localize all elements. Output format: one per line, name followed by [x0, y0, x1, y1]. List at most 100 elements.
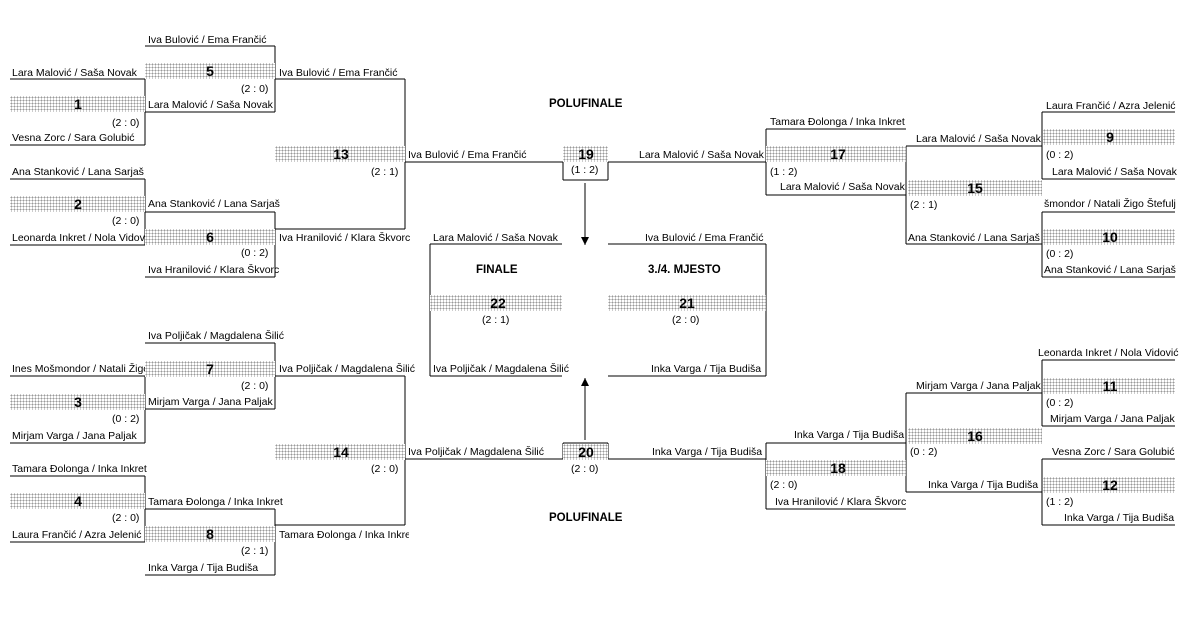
match-1-bottom-pair: Vesna Zorc / Sara Golubić	[12, 132, 135, 144]
match-8-result: (2 : 1)	[241, 545, 269, 557]
match-8-shaded-cell	[145, 526, 275, 542]
match-5-bottom-pair: Lara Malović / Saša Novak	[148, 99, 273, 111]
match-7-shaded-cell	[145, 361, 275, 377]
match-7-number: 7	[206, 361, 214, 377]
match-7-result: (2 : 0)	[241, 380, 269, 392]
match-19-shaded-cell	[563, 146, 608, 162]
semifinal-bottom-heading: POLUFINALE	[549, 512, 623, 524]
match-19-top-pair: Iva Bulović / Ema Frančić	[408, 149, 527, 161]
match-22-shaded-cell	[430, 295, 562, 311]
match-1-shaded-cell	[10, 96, 145, 112]
arrow-up-head	[581, 378, 589, 386]
match-12-top-pair: Vesna Zorc / Sara Golubić	[1052, 446, 1175, 458]
match-6-result: (0 : 2)	[241, 247, 269, 259]
match-21-result: (2 : 0)	[672, 314, 700, 326]
match-17-result: (1 : 2)	[770, 166, 798, 178]
match-2-shaded-cell	[10, 196, 145, 212]
match-4-top-pair: Tamara Đolonga / Inka Inkret	[12, 463, 147, 475]
match-2-top-pair: Ana Stanković / Lana Sarjaš	[12, 166, 144, 178]
match-9-number: 9	[1106, 129, 1114, 145]
match-17-shaded-cell	[766, 146, 906, 162]
match-20-bottom-pair: Inka Varga / Tija Budiša	[652, 446, 763, 458]
match-3-top-pair: Ines Mošmondor / Natali Žigo	[12, 363, 145, 375]
match-13-shaded-cell	[275, 146, 405, 162]
match-19-number: 19	[578, 146, 594, 162]
match-15-shaded-cell	[908, 180, 1042, 196]
match-21-shaded-cell	[608, 295, 766, 311]
match-4-bottom-pair: Laura Frančić / Azra Jelenić	[12, 529, 142, 541]
match-13-bottom-pair: Iva Hranilović / Klara Škvorc	[279, 232, 411, 244]
match-3-result: (0 : 2)	[112, 413, 140, 425]
match-15-top-pair: Lara Malović / Saša Novak	[916, 133, 1041, 145]
match-7-top-pair: Iva Poljičak / Magdalena Šilić	[148, 330, 284, 342]
match-3-bottom-pair: Mirjam Varga / Jana Paljak	[12, 430, 137, 442]
match-3-number: 3	[74, 394, 82, 410]
match-4-shaded-cell	[10, 493, 145, 509]
final-heading: FINALE	[476, 264, 518, 276]
match-8-bottom-pair: Inka Varga / Tija Budiša	[148, 562, 259, 574]
match-13-number: 13	[333, 146, 349, 162]
match-20-number: 20	[578, 444, 594, 460]
match-1-result: (2 : 0)	[112, 117, 140, 129]
match-22-number: 22	[490, 295, 506, 311]
match-5-number: 5	[206, 63, 214, 79]
match-16-number: 16	[967, 428, 983, 444]
match-10-number: 10	[1102, 229, 1118, 245]
match-1-top-pair: Lara Malović / Saša Novak	[12, 67, 137, 79]
match-13-top-pair: Iva Bulović / Ema Frančić	[279, 67, 398, 79]
match-16-bottom-pair: Inka Varga / Tija Budiša	[928, 479, 1039, 491]
match-9-bottom-pair: Lara Malović / Saša Novak	[1052, 166, 1177, 178]
match-18-result: (2 : 0)	[770, 479, 798, 491]
match-3-shaded-cell	[10, 394, 145, 410]
match-9-top-pair: Laura Frančić / Azra Jelenić	[1046, 100, 1176, 112]
match-12-result: (1 : 2)	[1046, 496, 1074, 508]
match-20-shaded-cell	[563, 444, 608, 460]
match-12-number: 12	[1102, 477, 1118, 493]
match-10-top-pair: šmondor / Natali Žigo Štefulj	[1044, 198, 1176, 210]
match-19-result: (1 : 2)	[571, 164, 599, 176]
match-10-bottom-pair: Ana Stanković / Lana Sarjaš	[1044, 264, 1176, 276]
match-11-bottom-pair: Mirjam Varga / Jana Paljak	[1050, 413, 1175, 425]
match-9-shaded-cell	[1043, 129, 1175, 145]
match-19-bottom-pair: Lara Malović / Saša Novak	[639, 149, 764, 161]
match-14-number: 14	[333, 444, 349, 460]
match-2-bottom-pair: Leonarda Inkret / Nola Vidović	[12, 232, 146, 244]
match-14-bottom-pair: Tamara Đolonga / Inka Inkret	[279, 529, 409, 541]
match-2-number: 2	[74, 196, 82, 212]
match-8-number: 8	[206, 526, 214, 542]
match-4-number: 4	[74, 493, 82, 509]
match-22-result: (2 : 1)	[482, 314, 510, 326]
match-16-result: (0 : 2)	[910, 446, 938, 458]
match-22-top-pair: Lara Malović / Saša Novak	[433, 232, 558, 244]
match-5-top-pair: Iva Bulović / Ema Frančić	[148, 34, 267, 46]
third-place-heading: 3./4. MJESTO	[648, 264, 721, 276]
match-20-top-pair: Iva Poljičak / Magdalena Šilić	[408, 446, 544, 458]
match-11-result: (0 : 2)	[1046, 397, 1074, 409]
match-15-number: 15	[967, 180, 983, 196]
match-14-top-pair: Iva Poljičak / Magdalena Šilić	[279, 363, 415, 375]
match-12-bottom-pair: Inka Varga / Tija Budiša	[1064, 512, 1175, 524]
match-18-bottom-pair: Iva Hranilović / Klara Škvorc	[775, 496, 907, 508]
match-6-number: 6	[206, 229, 214, 245]
match-7-bottom-pair: Mirjam Varga / Jana Paljak	[148, 396, 273, 408]
match-17-bottom-pair: Lara Malović / Saša Novak	[780, 181, 905, 193]
match-17-number: 17	[830, 146, 846, 162]
match-12-shaded-cell	[1043, 477, 1175, 493]
match-21-top-pair: Iva Bulović / Ema Frančić	[645, 232, 764, 244]
match-6-bottom-pair: Iva Hranilović / Klara Škvorc	[148, 264, 280, 276]
match-6-shaded-cell	[145, 229, 275, 245]
match-18-shaded-cell	[766, 460, 906, 476]
match-14-result: (2 : 0)	[371, 463, 399, 475]
match-21-bottom-pair: Inka Varga / Tija Budiša	[651, 363, 762, 375]
match-13-result: (2 : 1)	[371, 166, 399, 178]
match-17-top-pair: Tamara Đolonga / Inka Inkret	[770, 116, 905, 128]
arrow-down-head	[581, 237, 589, 245]
match-10-shaded-cell	[1043, 229, 1175, 245]
match-1-number: 1	[74, 96, 82, 112]
match-15-result: (2 : 1)	[910, 199, 938, 211]
match-4-result: (2 : 0)	[112, 512, 140, 524]
match-6-top-pair: Ana Stanković / Lana Sarjaš	[148, 198, 280, 210]
match-11-shaded-cell	[1043, 378, 1175, 394]
match-20-result: (2 : 0)	[571, 463, 599, 475]
